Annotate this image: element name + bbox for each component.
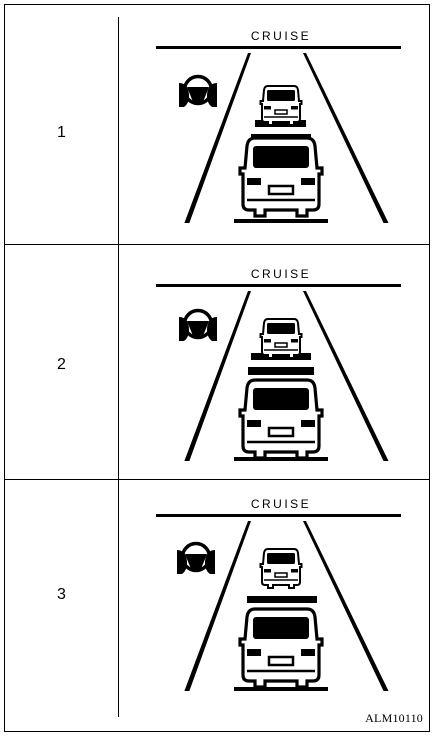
distance-bar [248,367,314,375]
table-frame: 1 CRUISE [4,4,430,732]
distance-bars [248,353,314,375]
steering-wheel-hands-icon [179,77,217,108]
header-bar [156,514,401,517]
lane-line-left [184,291,251,461]
cruise-display-panel: CRUISE [151,261,411,461]
cruise-label: CRUISE [251,267,311,281]
own-vehicle-rear-icon [240,609,322,687]
row-number: 3 [5,585,118,605]
column-divider [118,17,119,717]
own-vehicle-rear-icon [240,380,322,458]
row-divider [5,244,430,245]
lane-line-left [184,521,251,691]
own-vehicle-base [234,687,328,691]
distance-bars [247,596,317,603]
lead-vehicle-icon [261,86,302,125]
cruise-display: CRUISE [151,261,411,461]
row-number: 2 [5,355,118,375]
cruise-label: CRUISE [251,497,311,511]
steering-wheel-hands-icon [179,311,217,342]
cruise-display: CRUISE [151,491,411,691]
cruise-label: CRUISE [251,29,311,43]
lead-vehicle-icon [261,319,302,358]
own-vehicle-base [234,219,328,223]
own-vehicle-base [234,457,328,461]
figure-code: ALM10110 [365,711,423,726]
cruise-display-panel: CRUISE [151,491,411,691]
header-bar [156,46,401,49]
distance-bar [247,596,317,603]
own-vehicle-rear-icon [240,138,322,216]
row-number: 1 [5,123,118,143]
lead-vehicle-icon [261,549,302,588]
cruise-display-panel: CRUISE [151,23,411,223]
steering-wheel-hands-icon [177,544,215,575]
cruise-display: CRUISE [151,23,411,223]
row-divider [5,479,430,480]
header-bar [156,284,401,287]
